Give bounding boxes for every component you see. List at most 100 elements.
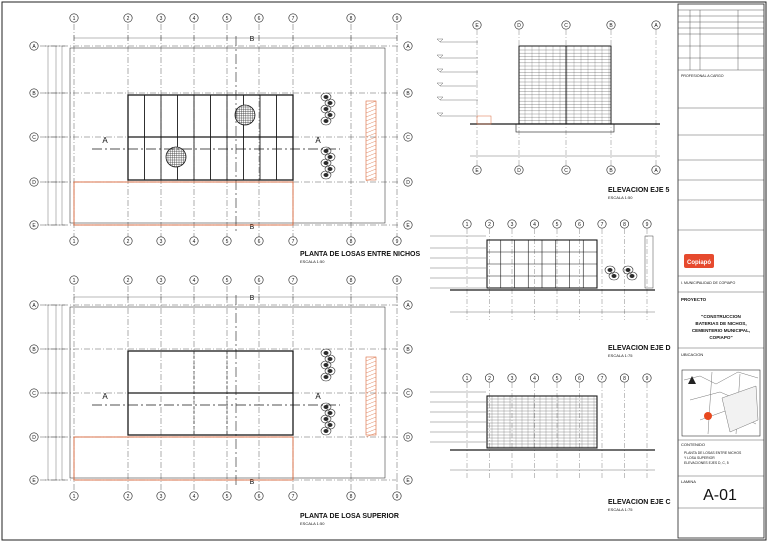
tree-core: [323, 173, 329, 177]
elev5-axis-top-3-label: B: [609, 23, 613, 29]
panel-hatch: [365, 164, 377, 170]
col-axis-3-bottom-bubble: [156, 236, 166, 246]
row-axis-D-right-bubble: [403, 177, 413, 187]
panel-hatch: [365, 112, 377, 118]
elev-axis-top-7-label: 8: [623, 376, 626, 382]
elev-axis-top-4-label: 5: [556, 376, 559, 382]
col-axis-4-bottom-label: 4: [193, 494, 196, 500]
col-axis-3-top-bubble: [156, 275, 166, 285]
col-axis-5-bottom-bubble: [222, 236, 232, 246]
col-axis-5-bottom-label: 5: [226, 239, 229, 245]
elev-axis-top-5-label: 6: [578, 376, 581, 382]
row-axis-C-left-bubble: [29, 388, 39, 398]
elev5-axis-bottom-1-bubble: [514, 165, 524, 175]
col-axis-5-top-bubble: [222, 13, 232, 23]
elev-axis-top-2-label: 3: [511, 222, 514, 228]
elev5-axis-top-2-bubble: [561, 20, 571, 30]
elev-axis-top-7-bubble: [619, 373, 629, 383]
col-axis-9-bottom-label: 9: [396, 494, 399, 500]
level-marker: [436, 68, 444, 73]
tree-core: [323, 95, 329, 99]
col-axis-3-bottom-label: 3: [160, 494, 163, 500]
col-axis-9-top-bubble: [392, 275, 402, 285]
tree-core: [629, 274, 635, 278]
row-axis-B-right-bubble: [403, 344, 413, 354]
col-axis-7-bottom-bubble: [288, 236, 298, 246]
elev-axis-top-6-label: 7: [601, 222, 604, 228]
row-axis-A-left-bubble: [29, 41, 39, 51]
elev5-axis-bottom-0-bubble: [472, 165, 482, 175]
tree-canopy: [626, 271, 638, 281]
location-map: [681, 369, 761, 437]
col-axis-9-top-label: 9: [396, 278, 399, 284]
col-axis-3-top-label: 3: [160, 278, 163, 284]
col-axis-6-bottom-bubble: [254, 491, 264, 501]
col-axis-4-top-bubble: [189, 275, 199, 285]
elev-axis-top-0-label: 1: [466, 222, 469, 228]
elev-axis-top-0-bubble: [462, 373, 472, 383]
section-a-right: A: [315, 136, 321, 145]
content-line-2: Y LOSA SUPERIOR: [684, 456, 715, 460]
panel-hatch: [365, 364, 377, 370]
row-axis-A-right-bubble: [403, 300, 413, 310]
elev3-scale: ESCALA 1:75: [608, 507, 633, 512]
plan-outline: [69, 306, 386, 479]
col-axis-5-top-label: 5: [226, 278, 229, 284]
level-marker: [436, 82, 444, 87]
level-marker: [436, 38, 444, 43]
panel-hatch: [365, 360, 377, 366]
col-axis-7-bottom-bubble: [288, 491, 298, 501]
elev-axis-top-2-label: 3: [511, 376, 514, 382]
col-axis-7-top-label: 7: [292, 16, 295, 22]
elev5-axis-bottom-0-label: E: [475, 168, 479, 174]
col-axis-1-bottom-label: 1: [73, 494, 76, 500]
panel-hatch: [365, 404, 377, 410]
title-block: PROFESIONAL A CARGO Copiapó I. MUNICIPAL…: [677, 3, 765, 539]
tree-core: [327, 113, 333, 117]
elev5-axis-top-4-label: A: [654, 23, 658, 29]
tree-core: [607, 268, 613, 272]
elev5-axis-top-1-bubble: [514, 20, 524, 30]
panel-hatch: [365, 380, 377, 386]
elev-axis-top-1-bubble: [484, 373, 494, 383]
row-axis-B-left-label: B: [32, 347, 36, 353]
col-axis-2-bottom-label: 2: [127, 494, 130, 500]
panel-hatch: [365, 156, 377, 162]
row-axis-A-right-label: A: [406, 44, 410, 50]
tree-core: [327, 155, 333, 159]
plan2-title: PLANTA DE LOSA SUPERIOR: [300, 513, 399, 520]
panel-hatch: [365, 388, 377, 394]
row-axis-D-right-bubble: [403, 432, 413, 442]
content-label: CONTENIDO: [681, 442, 705, 447]
tree-core: [323, 149, 329, 153]
panel-hatch: [365, 356, 377, 362]
row-axis-D-left-bubble: [29, 432, 39, 442]
tree-core: [327, 423, 333, 427]
elev5-axis-bottom-3-bubble: [606, 165, 616, 175]
col-axis-8-bottom-label: 8: [350, 494, 353, 500]
col-axis-6-top-label: 6: [258, 16, 261, 22]
elev5-axis-top-1-label: D: [517, 23, 521, 29]
row-axis-E-left-bubble: [29, 475, 39, 485]
col-axis-2-top-bubble: [123, 13, 133, 23]
tree-core: [327, 411, 333, 415]
tree-core: [323, 429, 329, 433]
panel-hatch: [365, 104, 377, 110]
row-axis-B-left-label: B: [32, 91, 36, 97]
panel-hatch: [365, 372, 377, 378]
elevC-block: [486, 395, 598, 449]
elev-axis-top-1-label: 2: [488, 376, 491, 382]
col-axis-8-bottom-bubble: [346, 236, 356, 246]
col-axis-5-bottom-label: 5: [226, 494, 229, 500]
row-axis-C-right-label: C: [406, 391, 410, 397]
col-axis-2-bottom-bubble: [123, 236, 133, 246]
tree-core: [323, 119, 329, 123]
section-b-bottom: B: [250, 224, 255, 231]
elev5-axis-top-4-bubble: [651, 20, 661, 30]
row-axis-E-right-label: E: [406, 223, 410, 229]
elev3-title: ELEVACION EJE C: [608, 499, 671, 506]
elev1-title: ELEVACION EJE 5: [608, 187, 669, 194]
